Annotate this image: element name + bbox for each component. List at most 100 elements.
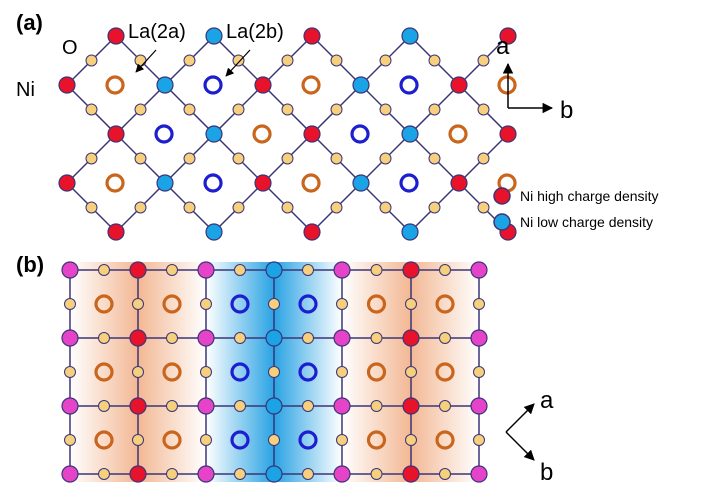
ni-high-atom xyxy=(107,125,125,143)
axis-a-label: a xyxy=(496,33,510,60)
oxygen-atom xyxy=(439,264,451,276)
oxygen-atom xyxy=(98,332,110,344)
oxygen-atom xyxy=(302,264,314,276)
oxygen-atom xyxy=(134,201,147,214)
la-2a-label: La(2a) xyxy=(128,21,186,43)
oxygen-atom xyxy=(166,332,178,344)
oxygen-atom xyxy=(132,298,144,310)
la-2b-site xyxy=(298,294,318,314)
oxygen-atom xyxy=(232,201,245,214)
oxygen-atom xyxy=(428,103,441,116)
oxygen-atom xyxy=(281,201,294,214)
oxygen-atom xyxy=(85,201,98,214)
ni-high-atom xyxy=(402,397,420,415)
oxygen-atom xyxy=(370,400,383,412)
ni-mid-atom xyxy=(197,397,215,415)
la-2b-pointer-arrow xyxy=(225,49,251,77)
oxygen-atom xyxy=(166,468,178,480)
la-2a-site xyxy=(162,362,182,382)
la-2a-site xyxy=(105,75,125,95)
ni-high-atom xyxy=(303,223,321,241)
oxygen-atom xyxy=(428,54,441,67)
oxygen-site-label: O xyxy=(62,37,78,59)
ni-high-atom xyxy=(129,261,147,279)
oxygen-atom xyxy=(330,103,343,116)
oxygen-atom xyxy=(268,366,280,378)
oxygen-atom xyxy=(134,54,147,67)
oxygen-atom xyxy=(330,54,343,67)
legend-label-ni-low: Ni low charge density xyxy=(520,214,653,230)
ni-low-atom xyxy=(205,27,223,45)
ni-low-atom xyxy=(401,223,419,241)
oxygen-atom xyxy=(336,366,348,378)
oxygen-atom xyxy=(132,434,144,446)
oxygen-atom xyxy=(477,103,490,116)
ni-low-atom xyxy=(401,125,419,143)
axis-b-diagonal-label: b xyxy=(540,459,553,486)
oxygen-atom xyxy=(405,298,417,310)
la-2b-site xyxy=(298,362,318,382)
panel-a-la-sites xyxy=(105,75,517,193)
ni-high-atom xyxy=(303,125,321,143)
ni-high-atom xyxy=(402,261,420,279)
la-2a-site xyxy=(162,430,182,450)
la-2a-site xyxy=(448,124,468,144)
ni-mid-atom xyxy=(333,261,351,279)
panel-a-label: (a) xyxy=(16,10,43,35)
ni-high-atom xyxy=(254,174,272,192)
oxygen-atom xyxy=(183,201,196,214)
ni-mid-atom xyxy=(197,465,215,483)
la-2a-site xyxy=(366,430,387,450)
oxygen-atom xyxy=(302,332,314,344)
ni-low-atom xyxy=(352,174,370,192)
la-2a-site xyxy=(94,294,114,314)
oxygen-atom xyxy=(200,434,212,446)
oxygen-atom xyxy=(439,332,451,344)
oxygen-atom xyxy=(85,103,98,116)
ni-mid-atom xyxy=(61,465,79,483)
ni-high-atom xyxy=(129,397,147,415)
oxygen-atom xyxy=(85,152,98,165)
la-2b-site xyxy=(399,75,419,95)
ni-mid-atom xyxy=(197,261,215,279)
ni-high-atom xyxy=(107,223,125,241)
oxygen-atom xyxy=(370,332,383,344)
oxygen-atom xyxy=(200,366,212,378)
panel-a-axes: a b xyxy=(496,33,573,124)
legend-item-ni-high: Ni high charge density xyxy=(493,187,659,205)
oxygen-atom xyxy=(330,201,343,214)
oxygen-atom xyxy=(268,298,280,310)
oxygen-atom xyxy=(302,400,314,412)
ni-low-atom xyxy=(205,125,223,143)
la-2a-site xyxy=(366,362,387,382)
la-2b-site xyxy=(230,362,250,382)
oxygen-atom xyxy=(379,103,392,116)
ni-mid-atom xyxy=(470,465,488,483)
ni-high-atom xyxy=(450,174,468,192)
la-2b-site xyxy=(298,430,318,450)
la-2a-site xyxy=(435,294,455,314)
la-2b-site xyxy=(350,124,370,144)
legend-swatch-ni-low xyxy=(493,213,511,231)
la-2a-pointer-arrow xyxy=(135,49,157,73)
oxygen-atom xyxy=(98,264,110,276)
la-2a-site xyxy=(162,294,182,314)
nickel-site-label: Ni xyxy=(16,79,35,101)
oxygen-atom xyxy=(281,54,294,67)
la-2a-site xyxy=(94,362,114,382)
oxygen-atom xyxy=(232,152,245,165)
oxygen-atom xyxy=(336,434,348,446)
oxygen-atom xyxy=(268,434,280,446)
ni-mid-atom xyxy=(197,329,215,347)
axis-a-diagonal-arrow xyxy=(505,403,535,433)
oxygen-atom xyxy=(64,434,76,446)
oxygen-atom xyxy=(234,264,246,276)
la-2a-site xyxy=(252,124,272,144)
ni-low-atom xyxy=(265,465,283,483)
ni-low-atom xyxy=(205,223,223,241)
oxygen-atom xyxy=(405,434,417,446)
oxygen-atom xyxy=(234,332,246,344)
panel-b-square-lattice xyxy=(61,261,488,483)
oxygen-atom xyxy=(166,264,178,276)
axis-b-diagonal-arrow xyxy=(505,431,535,461)
